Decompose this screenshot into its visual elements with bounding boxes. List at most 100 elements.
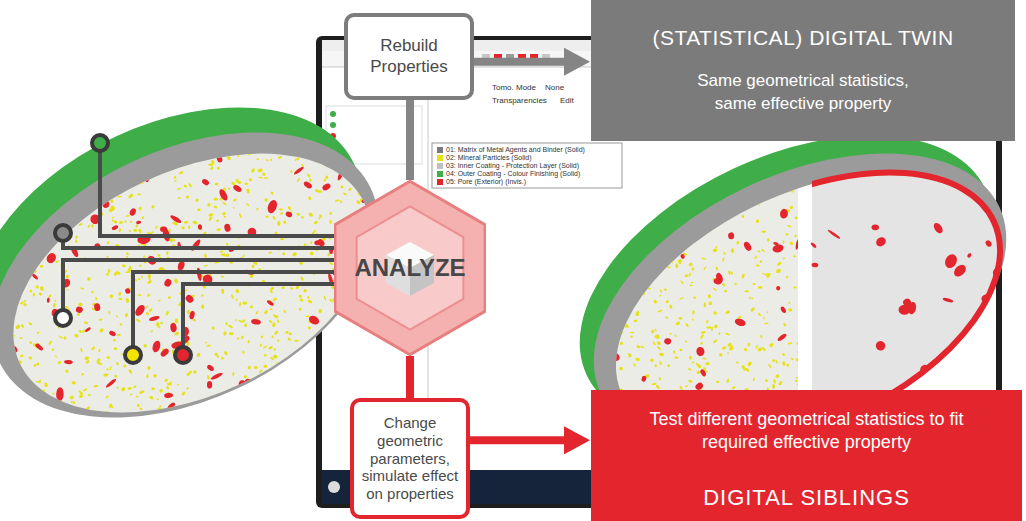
particle bbox=[114, 147, 117, 150]
particle bbox=[676, 248, 680, 251]
particle bbox=[377, 378, 379, 382]
particle bbox=[332, 326, 337, 331]
particle bbox=[757, 347, 763, 352]
particle bbox=[736, 241, 739, 245]
particle bbox=[266, 396, 270, 401]
particle bbox=[679, 386, 682, 389]
particle bbox=[783, 322, 787, 326]
particle bbox=[51, 170, 55, 174]
particle bbox=[118, 292, 121, 296]
particle bbox=[196, 415, 205, 422]
particle bbox=[381, 188, 385, 192]
particle bbox=[125, 272, 129, 274]
particle bbox=[639, 254, 643, 257]
particle bbox=[226, 155, 231, 161]
particle bbox=[87, 224, 91, 228]
particle bbox=[715, 182, 718, 185]
particle bbox=[52, 181, 56, 184]
particle bbox=[129, 220, 132, 223]
particle bbox=[197, 155, 201, 158]
particle bbox=[190, 238, 202, 252]
particle bbox=[129, 193, 133, 198]
particle bbox=[365, 198, 369, 202]
particle bbox=[73, 413, 76, 416]
particle bbox=[10, 335, 15, 339]
particle bbox=[219, 251, 223, 253]
particle bbox=[326, 352, 329, 356]
particle bbox=[196, 151, 200, 154]
particle bbox=[370, 161, 373, 165]
particle bbox=[71, 401, 73, 404]
particle bbox=[789, 188, 794, 193]
particle bbox=[164, 378, 169, 383]
particle bbox=[789, 241, 794, 246]
particle bbox=[318, 411, 321, 414]
particle bbox=[213, 205, 217, 208]
particle bbox=[604, 172, 607, 175]
particle bbox=[253, 387, 257, 393]
particle bbox=[630, 227, 633, 230]
particle bbox=[226, 253, 230, 257]
circuit-lines-part bbox=[183, 284, 336, 346]
particle bbox=[347, 355, 350, 358]
particle bbox=[124, 288, 131, 295]
particle bbox=[301, 216, 305, 219]
particle bbox=[608, 282, 615, 288]
particle bbox=[211, 326, 215, 330]
particle bbox=[674, 356, 679, 359]
particle bbox=[201, 157, 205, 161]
particle bbox=[159, 154, 163, 157]
particle bbox=[106, 170, 111, 174]
particle bbox=[657, 181, 661, 185]
particle bbox=[271, 416, 274, 419]
particle bbox=[139, 407, 143, 410]
particle bbox=[160, 226, 168, 232]
particle bbox=[385, 379, 389, 384]
particle bbox=[932, 221, 944, 235]
screen-label: 03: Inner Coating - Protection Layer (So… bbox=[446, 162, 579, 169]
particle bbox=[598, 188, 602, 192]
particle bbox=[631, 199, 635, 203]
particle bbox=[652, 238, 657, 242]
particle bbox=[18, 419, 23, 424]
particle bbox=[293, 166, 305, 176]
particle bbox=[727, 270, 731, 275]
particle bbox=[116, 315, 119, 318]
particle bbox=[659, 377, 661, 380]
particle bbox=[178, 197, 181, 199]
particle bbox=[731, 248, 734, 253]
particle bbox=[166, 386, 170, 390]
particle bbox=[772, 359, 776, 363]
particle bbox=[59, 414, 61, 418]
particle bbox=[361, 199, 367, 204]
particle bbox=[16, 244, 19, 246]
particle bbox=[782, 353, 786, 357]
particle bbox=[159, 347, 170, 358]
particle bbox=[41, 426, 46, 430]
particle bbox=[608, 212, 610, 214]
particle bbox=[33, 427, 36, 430]
particle bbox=[147, 143, 151, 147]
particle bbox=[306, 315, 310, 317]
particle bbox=[31, 204, 36, 208]
particle bbox=[164, 393, 173, 398]
particle bbox=[617, 298, 623, 304]
particle bbox=[794, 216, 797, 219]
particle bbox=[147, 293, 151, 297]
particle bbox=[235, 319, 237, 321]
particle bbox=[144, 177, 149, 182]
particle bbox=[10, 380, 13, 384]
screen-label: Transparencies bbox=[492, 97, 547, 105]
particle bbox=[29, 242, 32, 244]
particle bbox=[139, 426, 143, 431]
particle bbox=[654, 211, 660, 216]
particle bbox=[189, 370, 192, 373]
particle bbox=[78, 394, 83, 398]
particle bbox=[225, 322, 228, 326]
particle bbox=[121, 386, 126, 391]
particle bbox=[108, 330, 116, 337]
particle bbox=[0, 282, 4, 287]
particle bbox=[327, 374, 331, 378]
particle bbox=[283, 150, 286, 152]
particle bbox=[248, 407, 250, 409]
